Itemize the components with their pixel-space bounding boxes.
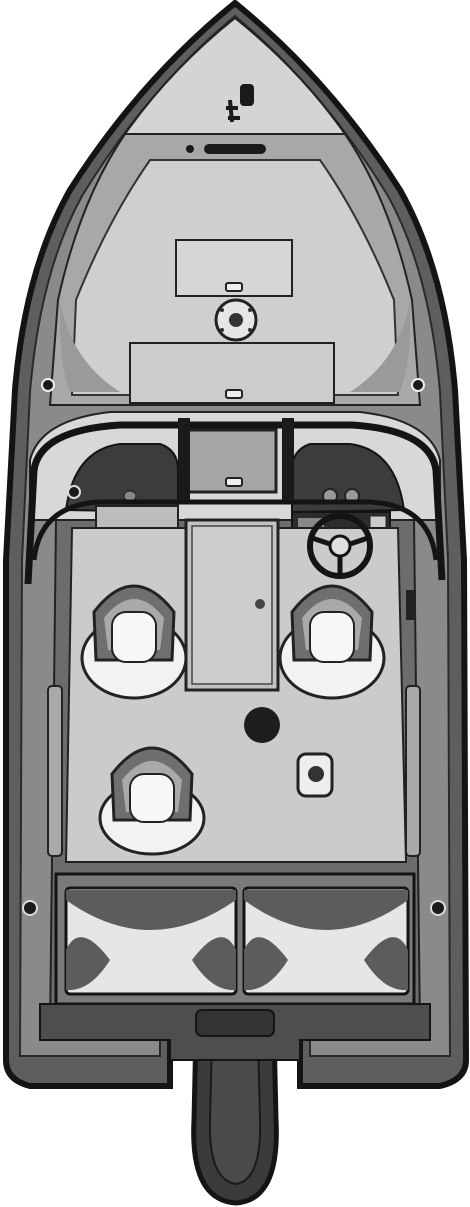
handle-icon bbox=[225, 477, 243, 487]
drain-icon bbox=[195, 1009, 275, 1037]
rear-bench-seat bbox=[22, 872, 446, 1006]
outboard-motor bbox=[191, 1027, 279, 1206]
steering-wheel-icon bbox=[307, 513, 373, 579]
handle-icon bbox=[225, 282, 243, 292]
starboard-passenger-seat bbox=[278, 584, 386, 700]
windshield-area bbox=[24, 411, 446, 585]
side-rod-locker bbox=[47, 685, 63, 857]
hatch-latch bbox=[255, 599, 265, 609]
windshield-frame bbox=[24, 421, 446, 585]
rivet bbox=[41, 378, 55, 392]
bench-cushion-port bbox=[64, 886, 238, 996]
port-console bbox=[64, 443, 179, 514]
rivet bbox=[67, 485, 81, 499]
port-glovebox bbox=[95, 505, 179, 529]
cleat-icon bbox=[226, 84, 254, 123]
handle-icon bbox=[225, 389, 243, 399]
bench-cushion-starboard bbox=[242, 886, 410, 996]
pedestal-socket bbox=[244, 707, 280, 743]
rod-holder-icon bbox=[296, 752, 334, 798]
side-rod-locker bbox=[405, 685, 421, 857]
port-driver-seat bbox=[80, 584, 188, 700]
rear-fishing-seat bbox=[98, 746, 206, 856]
rivet bbox=[22, 900, 38, 916]
bow-deck bbox=[41, 16, 425, 406]
anchor-locker-slot bbox=[204, 144, 266, 154]
rivet bbox=[430, 900, 446, 916]
rivet bbox=[411, 378, 425, 392]
pedestal-base-icon bbox=[214, 298, 258, 342]
